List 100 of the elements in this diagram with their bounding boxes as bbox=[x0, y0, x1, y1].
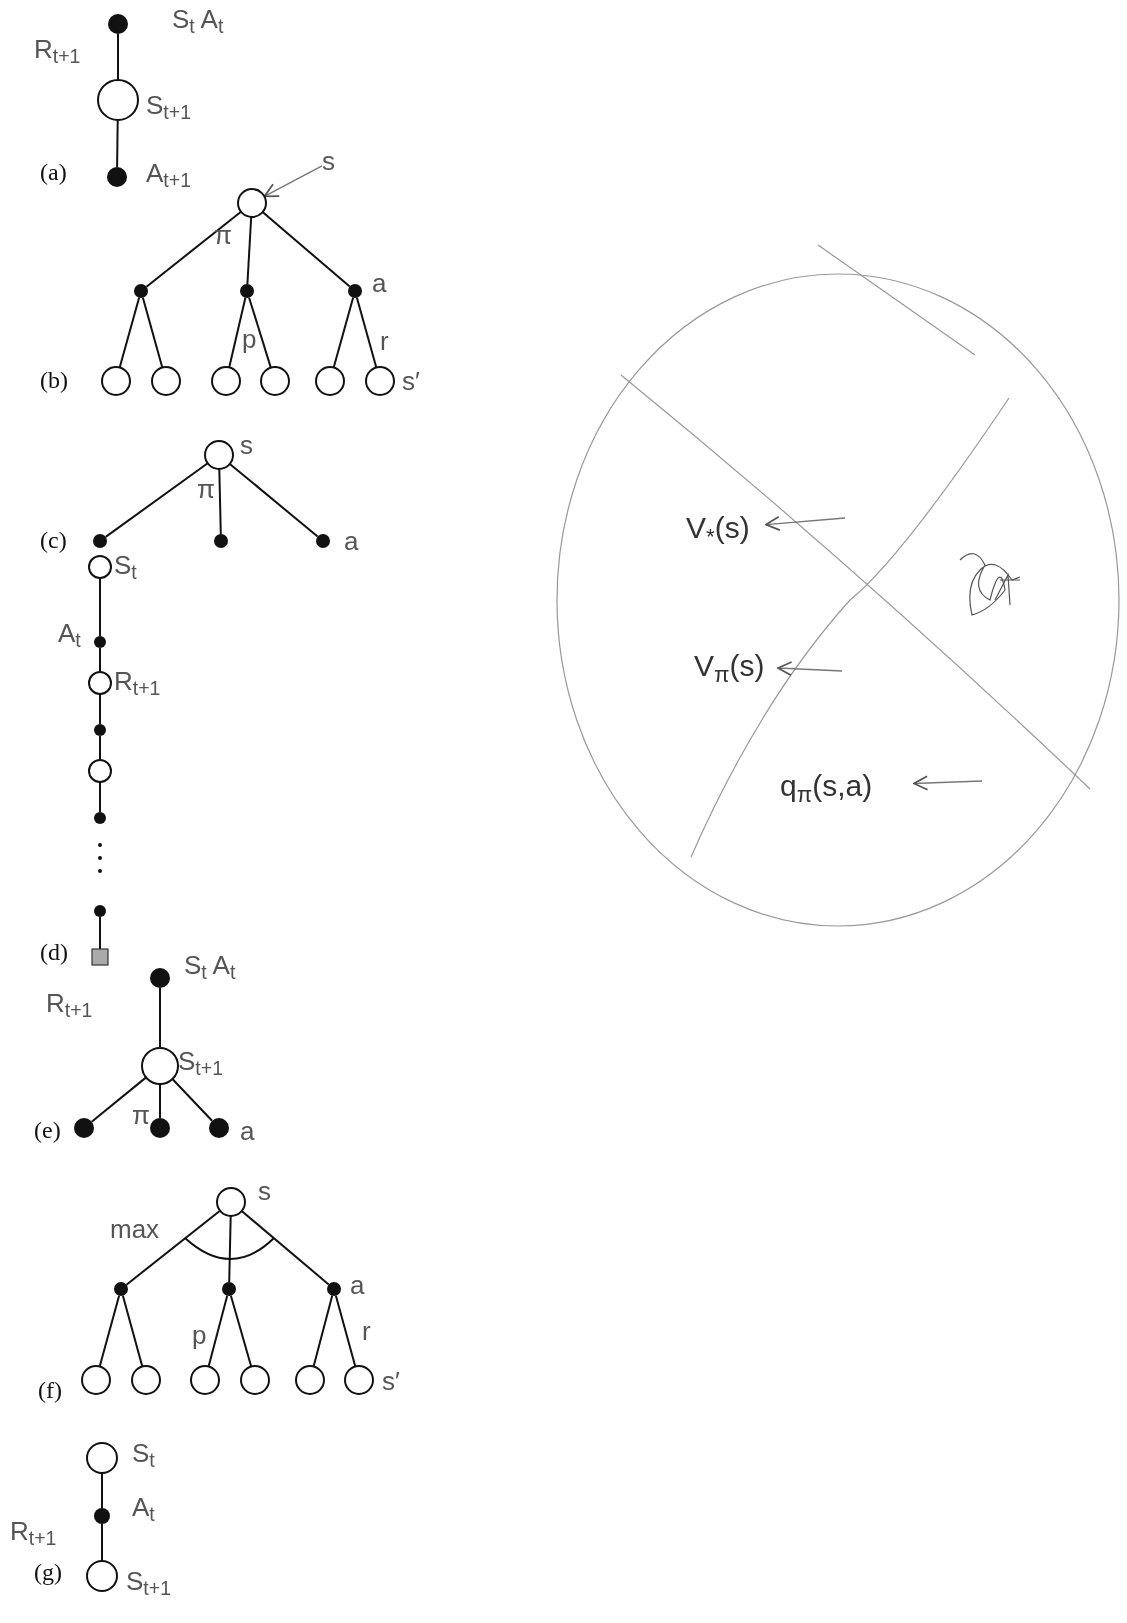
action-node bbox=[214, 534, 228, 548]
arrow bbox=[913, 775, 983, 791]
connector-line bbox=[261, 211, 351, 288]
state-node bbox=[141, 1047, 179, 1085]
state-node bbox=[97, 79, 139, 121]
handwritten-label: S$_{t+1}$ bbox=[126, 1568, 171, 1594]
handwritten-label: S$_{t}$ A$_{t}$ bbox=[184, 952, 236, 978]
connector-line bbox=[355, 296, 378, 369]
connector-line bbox=[218, 468, 222, 535]
handwritten-label: R$_{t+1}$ bbox=[34, 36, 81, 62]
connector-line bbox=[141, 296, 164, 369]
action-node bbox=[74, 1118, 94, 1138]
handwritten-label: S$_{t}$ A$_{t}$ bbox=[172, 6, 224, 32]
action-node bbox=[150, 968, 170, 988]
handwritten-label: r bbox=[362, 1318, 371, 1344]
state-node bbox=[101, 366, 131, 396]
connector-line bbox=[159, 1083, 161, 1119]
terminal-square bbox=[91, 948, 109, 966]
connector-line bbox=[118, 296, 141, 369]
connector-line bbox=[117, 33, 119, 81]
action-node bbox=[93, 534, 107, 548]
action-node bbox=[134, 284, 148, 298]
handwritten-label: a bbox=[344, 528, 359, 554]
connector-line bbox=[171, 1078, 214, 1122]
action-node bbox=[327, 1282, 341, 1296]
panel-tag: (a) bbox=[40, 160, 67, 184]
connector-line bbox=[99, 735, 101, 761]
state-node bbox=[260, 366, 290, 396]
handwritten-label: max bbox=[110, 1216, 160, 1242]
state-node bbox=[88, 759, 112, 783]
state-node bbox=[88, 555, 112, 579]
arrow bbox=[765, 516, 846, 531]
action-node bbox=[316, 534, 330, 548]
connector-line bbox=[99, 693, 101, 725]
action-node bbox=[114, 1282, 128, 1296]
panel-tag: (g) bbox=[34, 1560, 62, 1584]
state-node bbox=[190, 1365, 220, 1395]
connector-line bbox=[207, 1294, 229, 1368]
state-node bbox=[240, 1365, 270, 1395]
state-node bbox=[88, 671, 112, 695]
connector-line bbox=[104, 462, 209, 538]
handwritten-label: a bbox=[350, 1272, 365, 1298]
handwritten-label: R$_{t+1}$ bbox=[46, 990, 93, 1016]
action-node bbox=[209, 1118, 229, 1138]
connector-line bbox=[99, 916, 101, 950]
state-node bbox=[86, 1442, 118, 1474]
action-node bbox=[94, 905, 106, 917]
panel-tag: (e) bbox=[34, 1118, 61, 1142]
handwritten-label: V$_{π}$(s) bbox=[694, 651, 765, 681]
handwritten-label: S$_{t}$ bbox=[132, 1440, 155, 1466]
connector-line bbox=[229, 1294, 253, 1368]
connector-line bbox=[240, 1210, 330, 1286]
connector-line bbox=[121, 1294, 144, 1368]
connector-line bbox=[116, 119, 119, 168]
state-node bbox=[151, 366, 181, 396]
action-node bbox=[108, 14, 128, 34]
handwritten-label: s bbox=[258, 1178, 271, 1204]
panel-tag: (c) bbox=[40, 528, 67, 552]
connector-line bbox=[228, 1215, 232, 1283]
handwritten-label: p bbox=[242, 326, 257, 352]
handwritten-label: s′ bbox=[382, 1368, 400, 1394]
state-node bbox=[204, 440, 234, 470]
action-node bbox=[150, 1118, 170, 1138]
state-node bbox=[315, 366, 345, 396]
handwritten-label: π bbox=[214, 222, 232, 248]
connector-line bbox=[90, 1076, 148, 1123]
connector-line bbox=[246, 216, 253, 285]
action-node bbox=[94, 1508, 110, 1524]
connector-line bbox=[312, 1294, 334, 1368]
handwritten-label: S$_{t}$ bbox=[114, 552, 137, 578]
connector-line bbox=[334, 1294, 357, 1368]
handwritten-label: a bbox=[240, 1118, 255, 1144]
connector-line bbox=[99, 647, 101, 673]
connector-line bbox=[159, 987, 161, 1049]
handwritten-label: p bbox=[192, 1322, 207, 1348]
state-node bbox=[365, 366, 395, 396]
state-node bbox=[344, 1365, 374, 1395]
connector-line bbox=[228, 462, 319, 538]
action-node bbox=[348, 284, 362, 298]
handwritten-label: S$_{t+1}$ bbox=[146, 92, 191, 118]
connector-line bbox=[101, 1472, 103, 1509]
connector-line bbox=[99, 577, 101, 637]
action-node bbox=[222, 1282, 236, 1296]
action-node bbox=[94, 636, 106, 648]
state-node bbox=[131, 1365, 161, 1395]
panel-tag: (b) bbox=[40, 368, 68, 392]
handwritten-label: r bbox=[380, 328, 389, 354]
action-node bbox=[240, 284, 254, 298]
connector-line bbox=[101, 1523, 103, 1562]
state-node bbox=[211, 366, 241, 396]
connector-line bbox=[125, 1209, 221, 1286]
handwritten-label: s bbox=[322, 148, 335, 174]
handwritten-label: a bbox=[372, 270, 387, 296]
connector-line bbox=[228, 296, 247, 369]
connector-line bbox=[248, 296, 272, 369]
arrow bbox=[777, 661, 843, 677]
handwritten-label: V$_{*}$(s) bbox=[686, 513, 750, 543]
state-node bbox=[216, 1187, 246, 1217]
handwritten-label: q$_{π}$(s,a) bbox=[780, 771, 873, 801]
panel-tag: (d) bbox=[40, 940, 68, 964]
